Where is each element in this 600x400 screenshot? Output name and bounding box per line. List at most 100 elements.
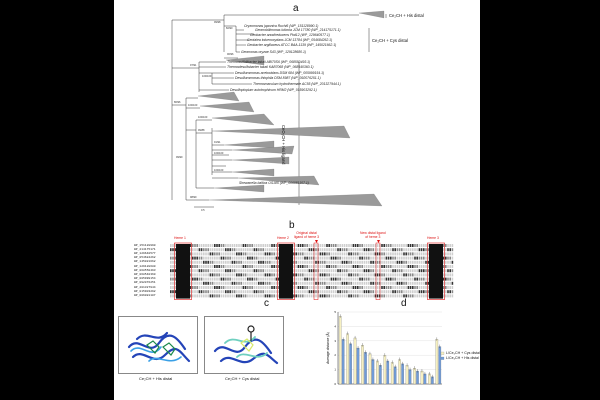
alignment-residue [368,290,370,294]
alignment-residue [332,286,335,289]
alignment-residue [211,260,214,264]
alignment-residue [423,294,425,298]
alignment-residue [330,265,333,268]
alignment-residue [225,281,227,285]
alignment-seq-id: WP_201327944 [134,285,156,289]
alignment-residue [368,252,370,256]
alignment-residue [352,260,355,264]
alignment-residue [249,256,251,260]
alignment-residue [174,265,176,268]
alignment-residue [352,294,355,298]
alignment-residue [196,260,198,264]
bootstrap-value: 100/100 [214,169,224,172]
alignment-residue [407,265,410,268]
structure-his-distal [118,316,198,374]
alignment-residue [172,281,174,285]
alignment-residue [372,252,374,256]
alignment-residue [394,248,396,252]
alignment-residue [420,277,423,281]
alignment-residue [205,273,207,277]
alignment-residue [337,244,339,247]
alignment-residue [277,294,280,298]
alignment-residue [172,273,174,277]
alignment-residue [253,256,256,260]
phylogenetic-tree [171,10,387,208]
alignment-residue [363,244,366,247]
alignment-residue [247,269,249,273]
alignment-residue [361,269,363,273]
alignment-residue [233,281,236,285]
alignment-residue [225,269,227,273]
alignment-residue [396,260,399,264]
alignment-residue [420,269,423,273]
alignment-residue [242,248,245,252]
alignment-residue [170,277,172,281]
alignment-residue [330,290,333,294]
alignment-residue [302,290,304,294]
alignment-residue [304,256,306,260]
alignment-residue [359,252,361,256]
alignment-residue [427,248,429,252]
alignment-residue [412,256,414,260]
bar [338,316,342,385]
alignment-residue [332,244,335,247]
alignment-residue [170,248,172,252]
alignment-residue [264,244,267,247]
alignment-residue [262,260,264,264]
alignment-residue [363,281,366,285]
alignment-residue [203,281,205,285]
alignment-residue [306,281,308,285]
alignment-residue [321,244,324,247]
alignment-residue [405,281,407,285]
alignment-residue [189,244,192,247]
alignment-residue [196,286,198,289]
alignment-residue [326,286,328,289]
tree-leaf: Geobacter argillaceus ATCC BAA-1139 (WP_… [247,43,337,47]
alignment-residue [293,273,295,277]
alignment-residue [361,248,363,252]
alignment-residue [275,286,278,289]
alignment-residue [403,290,405,294]
alignment-residue [449,256,451,260]
alignment-residue [383,265,385,268]
panel-d-letter: d [401,298,407,309]
alignment-residue [308,269,311,273]
alignment-residue [381,277,383,281]
alignment-residue [405,265,407,268]
alignment-residue [244,256,247,260]
alignment-residue [390,269,392,273]
alignment-residue [255,248,258,252]
alignment-residue [255,286,258,289]
alignment-residue [275,269,278,273]
alignment-residue [238,290,240,294]
alignment-residue [337,290,339,294]
alignment-residue [396,294,399,298]
alignment-residue [266,256,269,260]
alignment-residue [321,248,324,252]
alignment-residue [242,269,245,273]
alignment-residue [412,248,414,252]
alignment-residue [372,273,374,277]
alignment-residue [273,269,275,273]
alignment-residue [192,277,194,281]
alignment-residue [203,294,205,298]
alignment-residue [348,286,350,289]
alignment-residue [266,286,269,289]
alignment-residue [390,281,392,285]
bar [390,362,394,385]
alignment-residue [405,286,407,289]
alignment-residue [209,248,212,252]
alignment-residue [262,294,264,298]
alignment-residue [324,273,326,277]
alignment-residue [253,294,256,298]
alignment-residue [233,269,236,273]
alignment-residue [251,273,253,277]
alignment-residue [416,277,418,281]
alignment-residue [277,277,280,281]
alignment-residue [363,294,366,298]
alignment-residue [341,286,344,289]
alignment-residue [233,273,236,277]
alignment-residue [302,244,304,247]
alignment-residue [277,281,280,285]
bootstrap-value: 96/96 [227,53,234,56]
